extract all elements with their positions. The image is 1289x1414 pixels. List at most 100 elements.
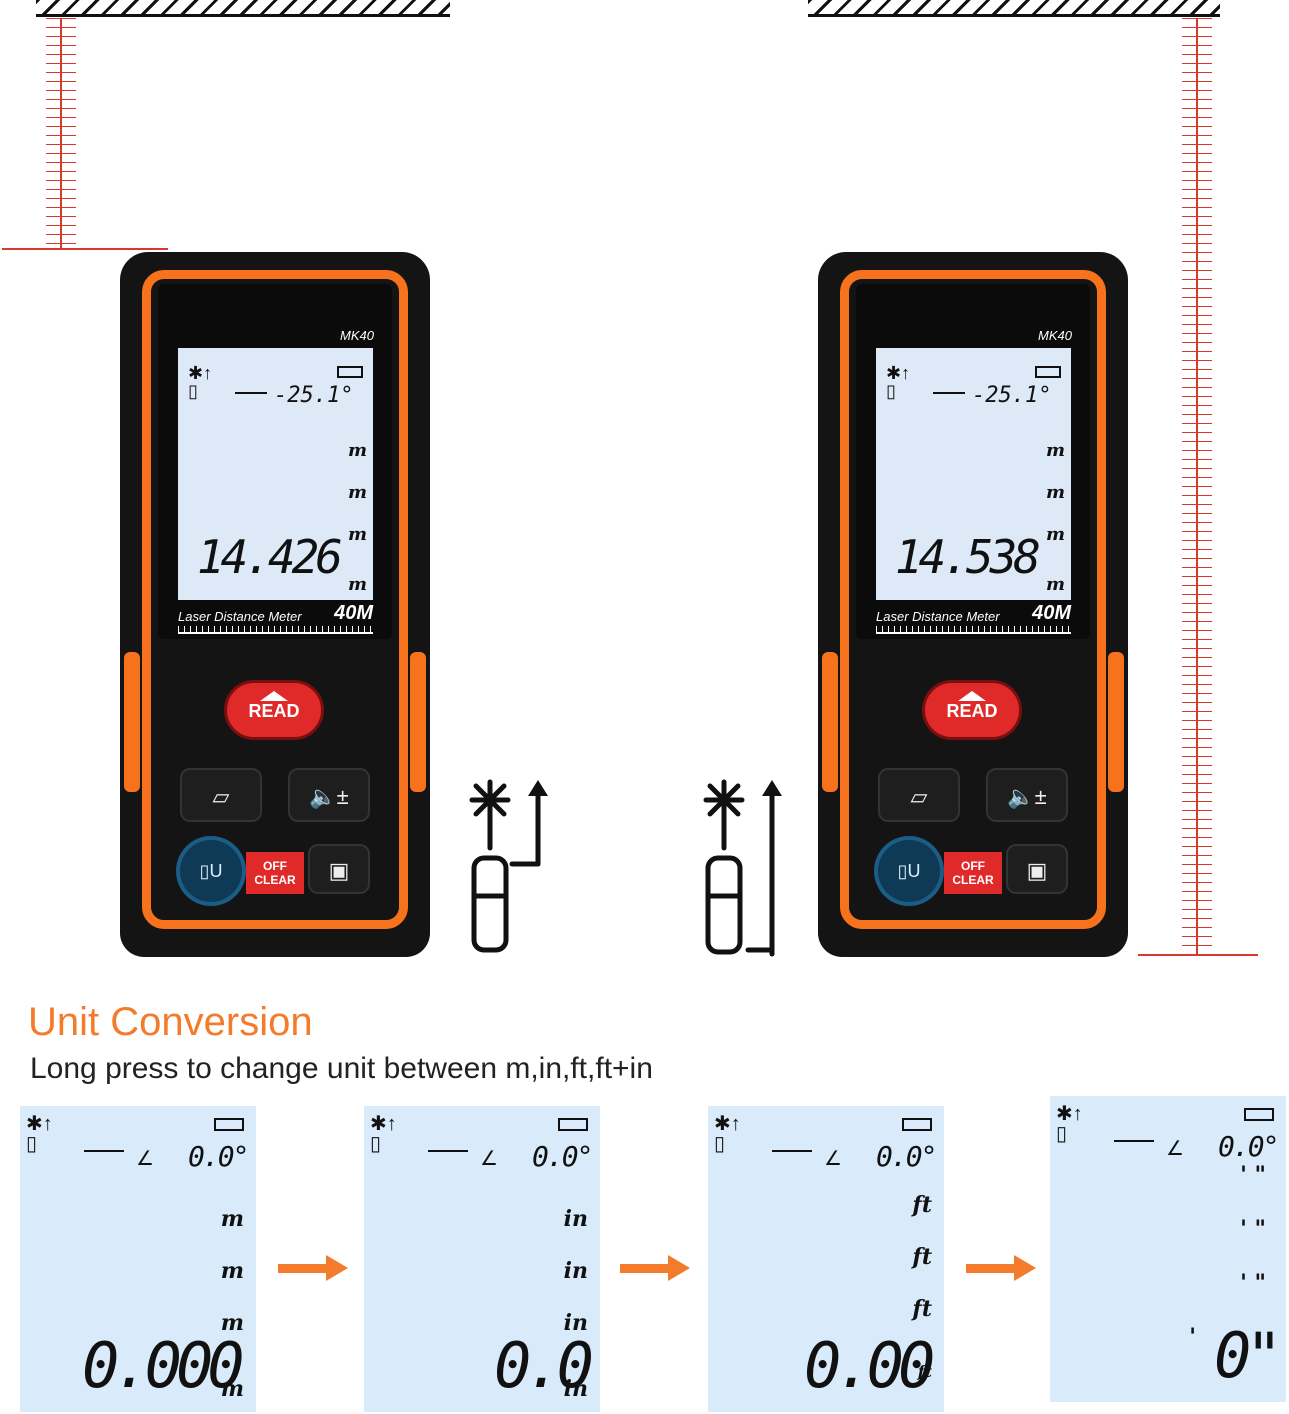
- ruler-strip: [876, 626, 1071, 634]
- lcd-screen: ✱↑▯ -25.1° m m m m 14.538: [876, 348, 1071, 600]
- sound-button[interactable]: 🔈±: [986, 768, 1068, 822]
- unit-line-1: m: [220, 1206, 244, 1232]
- unit-main: m: [1045, 574, 1065, 595]
- read-button-label: READ: [248, 701, 300, 721]
- device-bumper: [142, 270, 408, 929]
- arrow-right-icon: [620, 1255, 690, 1281]
- unit-button[interactable]: ▯U: [878, 840, 940, 902]
- unit-main: in: [563, 1376, 588, 1402]
- product-name: Laser Distance Meter: [178, 609, 302, 624]
- battery-icon: [902, 1118, 932, 1131]
- clear-button[interactable]: OFF CLEAR: [246, 852, 304, 894]
- device-bumper: [840, 270, 1106, 929]
- unit-line-3: ' ": [1240, 1270, 1266, 1296]
- unit-main: ': [1189, 1324, 1196, 1350]
- unit-main: m: [347, 574, 367, 595]
- clear-label-top: OFF: [961, 859, 985, 873]
- save-button[interactable]: ▣: [308, 844, 370, 894]
- read-button[interactable]: READ: [224, 680, 324, 740]
- battery-icon: [337, 366, 363, 378]
- measure-scale-left: [2, 18, 168, 250]
- unit-line-3: ft: [912, 1296, 932, 1322]
- angle-icon: ∠: [1166, 1138, 1184, 1160]
- angle-readout: -25.1°: [972, 383, 1052, 408]
- line-icon: [772, 1150, 812, 1152]
- battery-icon: [1244, 1108, 1274, 1121]
- distance-reading: 0.00: [804, 1329, 935, 1402]
- angle-readout: 0.0°: [876, 1140, 937, 1173]
- laser-meter-right: MK40 ✱↑▯ -25.1° m m m m 14.538 Laser Dis…: [818, 252, 1128, 957]
- unit-line-3: m: [220, 1310, 244, 1336]
- area-volume-button[interactable]: ▱: [878, 768, 960, 822]
- battery-icon: [214, 1118, 244, 1131]
- distance-reading: 0.0: [494, 1329, 594, 1402]
- unit-line-3: in: [563, 1310, 588, 1336]
- clear-button[interactable]: OFF CLEAR: [944, 852, 1002, 894]
- angle-readout: 0.0°: [1218, 1130, 1279, 1163]
- screen-frame: MK40 ✱↑▯ -25.1° m m m m 14.538 Laser Dis…: [856, 284, 1090, 639]
- read-button[interactable]: READ: [922, 680, 1022, 740]
- battery-icon: [1035, 366, 1061, 378]
- angle-readout: 0.0°: [532, 1140, 593, 1173]
- laser-icon: ✱↑▯: [714, 1113, 741, 1155]
- clear-label-top: OFF: [263, 859, 287, 873]
- measure-scale-right: [1138, 18, 1258, 956]
- unit-main: m: [220, 1376, 244, 1402]
- range-label: 40M: [334, 602, 373, 624]
- clear-label-bottom: CLEAR: [254, 873, 296, 887]
- unit-button[interactable]: ▯U: [180, 840, 242, 902]
- unit-line-2: m: [220, 1258, 244, 1284]
- angle-icon: ∠: [824, 1148, 842, 1170]
- unit-panel-m: ✱↑▯ ∠ 0.0° m m m 0.000 m: [20, 1106, 256, 1412]
- arrow-right-icon: [278, 1255, 348, 1281]
- angle-icon: ∠: [480, 1148, 498, 1170]
- laser-icon: ✱↑▯: [1056, 1103, 1083, 1145]
- laser-icon: ✱↑▯: [188, 363, 213, 401]
- triangle-icon: [260, 691, 288, 701]
- unit-line-1: m: [1045, 440, 1065, 461]
- unit-main: ft: [917, 1362, 932, 1381]
- unit-line-1: m: [347, 440, 367, 461]
- area-volume-button[interactable]: ▱: [180, 768, 262, 822]
- battery-icon: [558, 1118, 588, 1131]
- distance-reading: 14.538: [894, 530, 1041, 584]
- ruler-strip: [178, 626, 373, 634]
- read-button-label: READ: [946, 701, 998, 721]
- unit-line-1: ft: [912, 1192, 932, 1218]
- unit-line-1: in: [563, 1206, 588, 1232]
- unit-line-2: m: [1045, 482, 1065, 503]
- lcd-screen: ✱↑▯ -25.1° m m m m 14.426: [178, 348, 373, 600]
- screen-frame: MK40 ✱↑▯ -25.1° m m m m 14.426 Laser Dis…: [158, 284, 392, 639]
- product-name: Laser Distance Meter: [876, 609, 1000, 624]
- arrow-right-icon: [966, 1255, 1036, 1281]
- save-button[interactable]: ▣: [1006, 844, 1068, 894]
- angle-icon: ∠: [136, 1148, 154, 1170]
- unit-line-1: ' ": [1240, 1162, 1266, 1188]
- ceiling-left: [36, 0, 450, 17]
- laser-meter-left: MK40 ✱↑▯ -25.1° m m m m 14.426 Laser Dis…: [120, 252, 430, 957]
- reference-front-icon: [469, 779, 548, 953]
- distance-reading: 14.426: [196, 530, 343, 584]
- device-grip-left: [822, 652, 838, 792]
- laser-icon: ✱↑▯: [370, 1113, 397, 1155]
- sound-icon: 🔈±: [1007, 784, 1047, 809]
- angle-readout: -25.1°: [274, 383, 354, 408]
- unit-line-2: ' ": [1240, 1216, 1266, 1242]
- ceiling-right: [808, 0, 1220, 17]
- line-icon: [235, 392, 267, 394]
- laser-icon: ✱↑▯: [886, 363, 911, 401]
- save-icon: ▣: [328, 858, 350, 883]
- distance-reading: 0.000: [82, 1329, 245, 1402]
- unit-line-2: ft: [912, 1244, 932, 1270]
- unit-panel-ft: ✱↑▯ ∠ 0.0° ft ft ft 0.00 ft: [708, 1106, 944, 1412]
- device-branding: Laser Distance Meter 40M: [876, 602, 1071, 634]
- device-grip-left: [124, 652, 140, 792]
- reference-rear-icon: [703, 779, 782, 957]
- unit-panel-ft-in: ✱↑▯ ∠ 0.0° ' " ' " ' " ' 0": [1050, 1096, 1286, 1402]
- area-volume-icon: ▱: [910, 784, 928, 809]
- unit-icon: ▯U: [199, 861, 223, 881]
- unit-icon: ▯U: [897, 861, 921, 881]
- line-icon: [428, 1150, 468, 1152]
- sound-button[interactable]: 🔈±: [288, 768, 370, 822]
- laser-icon: ✱↑▯: [26, 1113, 53, 1155]
